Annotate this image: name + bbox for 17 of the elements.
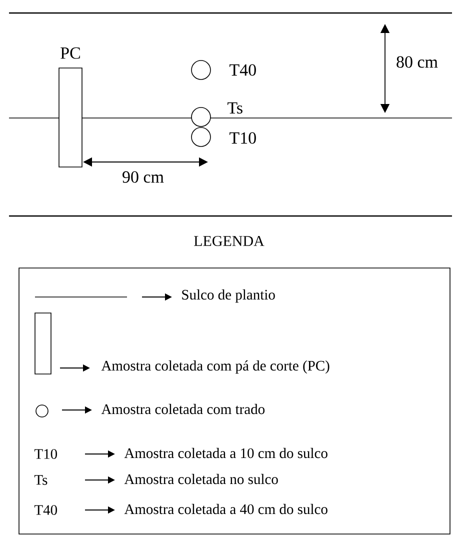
code-label: Ts — [34, 475, 48, 485]
node-label: Ts — [228, 102, 242, 114]
node-label: T10 — [230, 132, 256, 144]
node-label: T40 — [230, 64, 256, 76]
legend-title: LEGENDA — [194, 236, 264, 246]
sample-box: PC — [58, 47, 82, 168]
code-label: T40 — [34, 505, 57, 515]
code-label: T10 — [34, 449, 57, 459]
legend-text: Amostra coletada com trado — [101, 404, 265, 414]
legend-text: Sulco de plantio — [182, 289, 275, 303]
legend-text: Amostra coletada a 10 cm do sulco — [124, 448, 328, 458]
legend-text: Amostra coletada no sulco — [124, 474, 278, 484]
dimension-label: 90 cm — [122, 171, 164, 183]
dimension-label: 80 cm — [396, 56, 438, 68]
legend-text: Amostra coletada com pá de corte (PC) — [101, 360, 330, 374]
node-label: PC — [60, 47, 80, 59]
legend-text: Amostra coletada a 40 cm do sulco — [124, 504, 328, 514]
